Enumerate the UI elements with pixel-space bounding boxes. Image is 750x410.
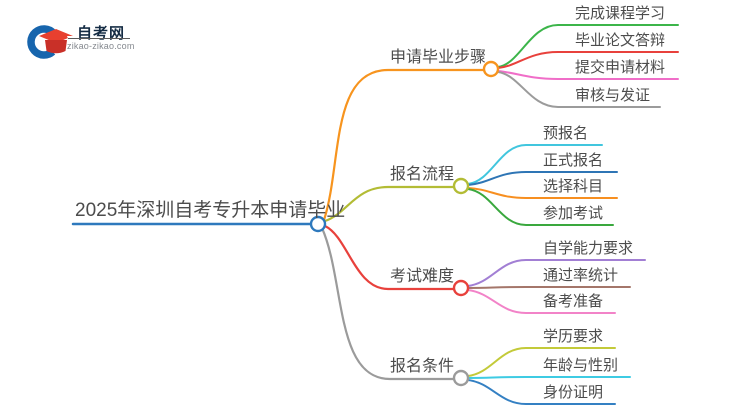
branch-3-child-2[interactable]: 通过率统计 xyxy=(543,267,619,284)
branch-2-child-2[interactable]: 正式报名 xyxy=(543,152,604,169)
branch-1-child-3-line xyxy=(497,70,679,80)
branch-1-child-1-line xyxy=(497,24,679,68)
branch-3-child-3-line xyxy=(467,289,616,314)
branch-2-child-2-line xyxy=(467,171,618,186)
branch-2-line xyxy=(323,185,456,223)
branch-4-handle[interactable] xyxy=(452,369,470,387)
logo-domain: zikao-zikao.com xyxy=(67,41,135,51)
logo-divider xyxy=(68,38,130,39)
branch-3-line xyxy=(323,224,456,291)
site-logo[interactable]: 自考网 zikao-zikao.com xyxy=(25,12,145,70)
branch-3-node[interactable]: 考试难度 xyxy=(390,268,455,285)
branch-4-child-3[interactable]: 身份证明 xyxy=(543,384,604,401)
branch-2-node[interactable]: 报名流程 xyxy=(390,166,455,183)
branch-3-child-2-line xyxy=(467,286,631,289)
branch-1-line xyxy=(322,68,486,222)
branch-1-handle[interactable] xyxy=(482,60,500,78)
branch-1-child-1[interactable]: 完成课程学习 xyxy=(575,5,666,22)
branch-1-child-4[interactable]: 审核与发证 xyxy=(575,87,651,104)
branch-2-child-3-line xyxy=(467,187,618,199)
branch-1-node[interactable]: 申请毕业步骤 xyxy=(390,49,487,66)
branch-3-child-3[interactable]: 备考准备 xyxy=(543,293,604,310)
branch-2-child-4[interactable]: 参加考试 xyxy=(543,205,604,222)
branch-2-child-3[interactable]: 选择科目 xyxy=(543,178,604,195)
branch-3-child-1[interactable]: 自学能力要求 xyxy=(543,240,634,257)
branch-4-child-1[interactable]: 学历要求 xyxy=(543,328,604,345)
branch-1-child-3[interactable]: 提交申请材料 xyxy=(575,59,666,76)
root-node-handle[interactable] xyxy=(309,215,327,233)
branch-4-child-2-line xyxy=(467,376,631,379)
branch-4-node[interactable]: 报名条件 xyxy=(390,358,455,375)
branch-4-line xyxy=(320,226,456,381)
branch-3-child-1-line xyxy=(467,259,646,287)
branch-1-child-4-line xyxy=(497,71,661,108)
branch-2-child-1-line xyxy=(467,144,603,185)
root-node[interactable]: 2025年深圳自考专升本申请毕业 xyxy=(75,200,346,221)
branch-4-child-3-line xyxy=(467,379,616,405)
branch-2-child-1[interactable]: 预报名 xyxy=(543,125,589,142)
branch-4-child-1-line xyxy=(467,347,616,377)
branch-4-child-2[interactable]: 年龄与性别 xyxy=(543,357,619,374)
branch-2-handle[interactable] xyxy=(452,177,470,195)
branch-3-handle[interactable] xyxy=(452,279,470,297)
logo-title: 自考网 xyxy=(77,25,126,42)
branch-2-child-4-line xyxy=(467,188,614,226)
branch-1-child-2[interactable]: 毕业论文答辩 xyxy=(575,32,666,49)
branch-1-child-2-line xyxy=(497,51,679,69)
